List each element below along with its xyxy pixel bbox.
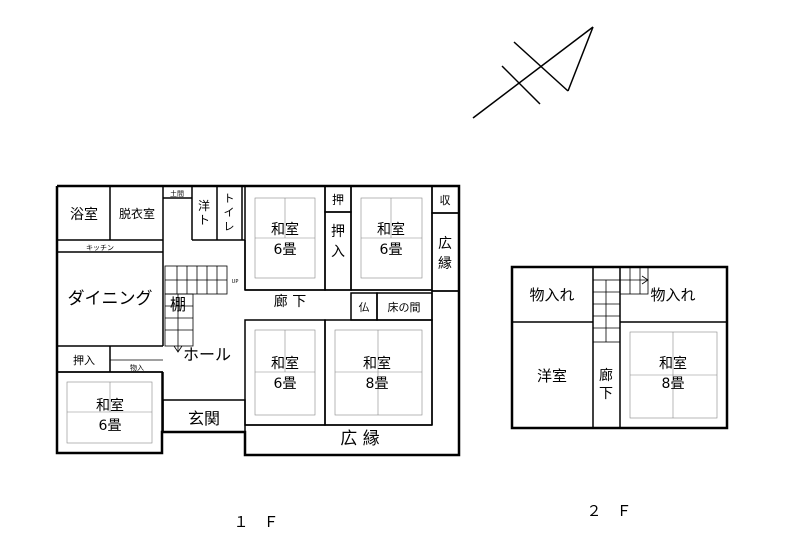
room-label-dining: ダイニング (68, 289, 153, 309)
floor1-plan (55, 184, 461, 457)
room-label-veranda-side2: 縁 (438, 256, 452, 272)
room-size-japanese-d: 8畳 (366, 376, 389, 392)
room-label-hall: ホール (183, 345, 231, 364)
room-label-storage-left: 物入れ (529, 286, 574, 304)
stairs-icon (592, 266, 649, 343)
room-label-western: 洋 (198, 198, 210, 213)
room-label-altar: 仏 (359, 301, 370, 314)
room-label-tokonoma: 床の間 (388, 300, 421, 314)
room-label-japanese-a: 和室 (271, 221, 299, 238)
room-label-toilet-a: ト (224, 192, 235, 205)
room-label-western: 洋室 (537, 367, 567, 385)
room-label-corridor-1: 廊 (599, 367, 613, 384)
room-label-japanese-c: 和室 (271, 355, 299, 372)
room-label-storage: 収 (440, 194, 451, 207)
north-arrow-icon (472, 26, 594, 119)
room-label-toilet-c: レ (224, 220, 235, 233)
room-size-japanese-f2: 8畳 (662, 376, 685, 392)
floor2-plan (510, 265, 729, 430)
room-label-closet-d: 物入 (130, 363, 144, 372)
room-size-japanese-c: 6畳 (274, 376, 297, 392)
room-label-japanese-f2: 和室 (659, 355, 687, 372)
room-label-bath: 浴室 (70, 206, 98, 223)
room-label-storage-right: 物入れ (650, 286, 695, 304)
room-size-japanese-e: 6畳 (99, 418, 122, 434)
room-label-closet-small: 押 (332, 193, 344, 207)
floor2-label: ２ Ｆ (586, 502, 631, 520)
room-label-japanese-e: 和室 (96, 397, 124, 414)
room-label-kitchen: キッチン (86, 244, 114, 252)
stairs-up-mark: UP (232, 279, 239, 285)
room-size-japanese-b: 6畳 (380, 242, 403, 258)
room-label-closet-c: 押入 (73, 353, 95, 367)
room-label-shelf: 棚 (170, 295, 186, 314)
room-label-doma: 土間 (170, 189, 184, 198)
room-label-closet-b1: 押 (331, 224, 345, 240)
room-label-japanese-b: 和室 (377, 221, 405, 238)
room-label-veranda-side1: 広 (438, 236, 452, 252)
floor1-label: １ Ｆ (233, 513, 278, 531)
room-label-entrance: 玄関 (188, 409, 220, 428)
stairs-icon (164, 265, 228, 353)
room-label-corridor: 廊 下 (274, 293, 306, 310)
room-label-dressing: 脱衣室 (119, 206, 155, 221)
room-label-toilet-b: イ (224, 206, 235, 219)
room-label-western-2: ト (198, 213, 210, 227)
room-label-japanese-d: 和室 (363, 355, 391, 372)
room-label-veranda: 広 縁 (340, 429, 379, 449)
room-label-closet-b2: 入 (331, 244, 345, 260)
room-size-japanese-a: 6畳 (274, 242, 297, 258)
room-label-corridor-2: 下 (599, 386, 613, 402)
